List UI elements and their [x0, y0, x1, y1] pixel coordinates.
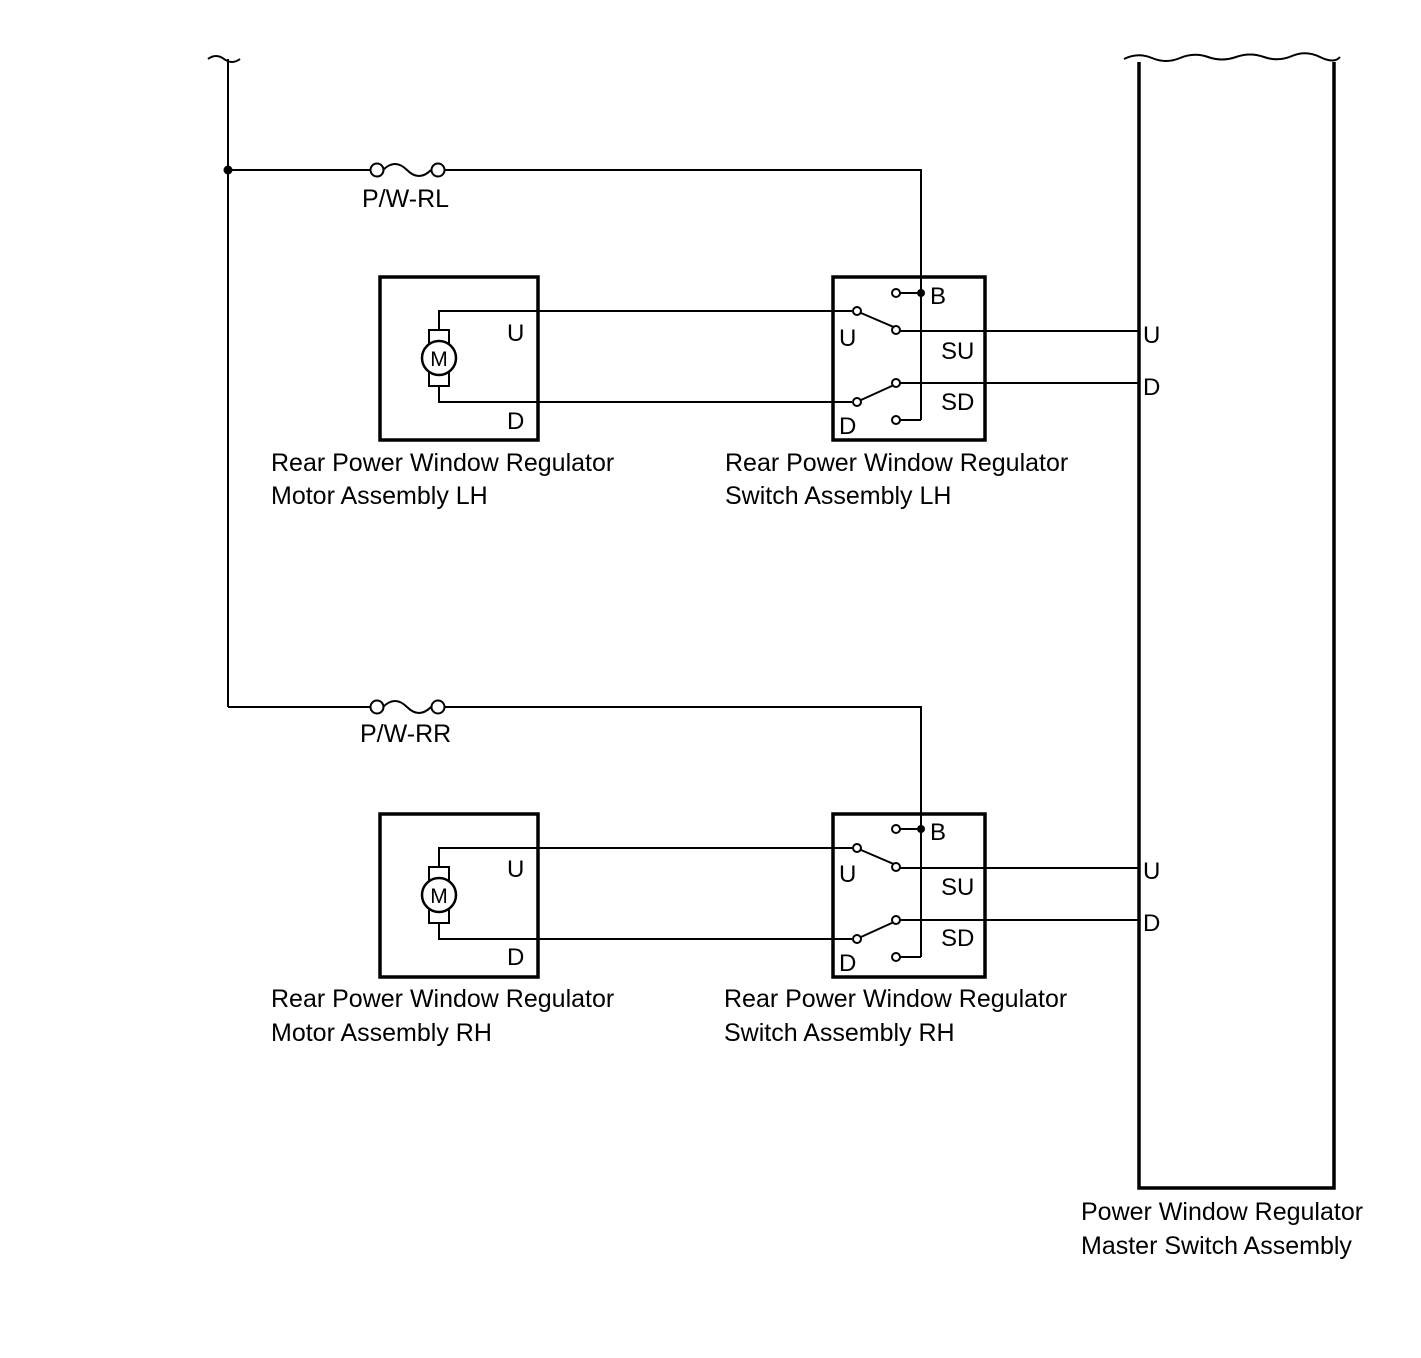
fuse-rl-circuit: P/W-RL [228, 162, 922, 293]
wire-motor-rh-d [438, 923, 852, 940]
master-label-line2: Master Switch Assembly [1081, 1232, 1352, 1260]
master-switch-box [1137, 62, 1336, 1190]
master-pin-rh-d: D [1143, 910, 1160, 937]
switch-lh-label-line2: Switch Assembly LH [725, 482, 951, 510]
switch-rh-pin-su: SU [941, 874, 974, 901]
switch-lh-pin-su: SU [941, 338, 974, 365]
master-pin-lh-d: D [1143, 374, 1160, 401]
switch-rh-pin-u: U [839, 861, 856, 888]
switch-lh-pin-sd: SD [941, 389, 974, 416]
wire-fuse-rl-to-switch-lh-b [444, 169, 922, 293]
switch-lh-pin-u: U [839, 325, 856, 352]
motor-rh-box [378, 812, 540, 979]
switch-rh-pin-d: D [839, 950, 856, 977]
switch-rh-u-contact [860, 849, 897, 866]
power-bus [207, 55, 241, 707]
master-pin-lh-u: U [1143, 322, 1160, 349]
motor-lh-box [378, 275, 540, 442]
switch-rh-box [831, 812, 987, 979]
switch-lh-u-contact [860, 312, 897, 329]
motor-lh-pin-d: D [507, 408, 524, 435]
switch-rh-label-line1: Rear Power Window Regulator [724, 985, 1067, 1013]
switch-rh-pin-b: B [930, 819, 946, 846]
master-label-line1: Power Window Regulator [1081, 1198, 1363, 1226]
master-pin-rh-u: U [1143, 858, 1160, 885]
motor-rh-symbol: M [430, 885, 448, 908]
fuse-rl-icon [369, 162, 446, 178]
motor-rh-icon: M [420, 866, 458, 924]
bus-break-symbol [207, 55, 241, 63]
wire-motor-lh-u [438, 310, 852, 330]
switch-lh-pin-b: B [930, 283, 946, 310]
motor-lh-pin-u: U [507, 320, 524, 347]
switch-rh-label-line2: Switch Assembly RH [724, 1019, 955, 1047]
fuse-rr-label: P/W-RR [360, 720, 451, 748]
motor-rh-label-line2: Motor Assembly RH [271, 1019, 492, 1047]
switch-lh-label-line1: Rear Power Window Regulator [725, 449, 1068, 477]
fuse-rr-circuit: P/W-RR [228, 699, 922, 829]
motor-lh-symbol: M [430, 348, 448, 371]
wire-fuse-rr-to-switch-rh-b [444, 706, 922, 829]
wire-motor-lh-d [438, 386, 852, 403]
switch-lh-box [831, 275, 987, 442]
motor-rh-label-line1: Rear Power Window Regulator [271, 985, 614, 1013]
fuse-rl-label: P/W-RL [362, 185, 449, 213]
motor-assembly-lh: M U D Rear Power Window Regulator Motor … [271, 275, 614, 510]
switch-lh-d-contact [860, 384, 895, 401]
motor-lh-icon: M [420, 329, 458, 387]
switch-rh-pin-sd: SD [941, 925, 974, 952]
wire-motor-rh-u [438, 847, 852, 867]
switch-lh-pin-d: D [839, 413, 856, 440]
switch-assembly-lh: B U SU SD D Rear Power Window Regulator … [725, 275, 1068, 510]
motor-lh-label-line1: Rear Power Window Regulator [271, 449, 614, 477]
motor-lh-label-line2: Motor Assembly LH [271, 482, 488, 510]
fuse-rr-icon [369, 699, 446, 715]
motor-rh-pin-d: D [507, 944, 524, 971]
switch-rh-d-contact [860, 921, 895, 938]
motor-assembly-rh: M U D Rear Power Window Regulator Motor … [271, 812, 614, 1047]
master-break-line [1123, 52, 1341, 62]
master-switch-assembly: U D U D Power Window Regulator Master Sw… [1081, 52, 1363, 1260]
switch-assembly-rh: B U SU SD D Rear Power Window Regulator … [724, 812, 1067, 1047]
motor-rh-pin-u: U [507, 856, 524, 883]
